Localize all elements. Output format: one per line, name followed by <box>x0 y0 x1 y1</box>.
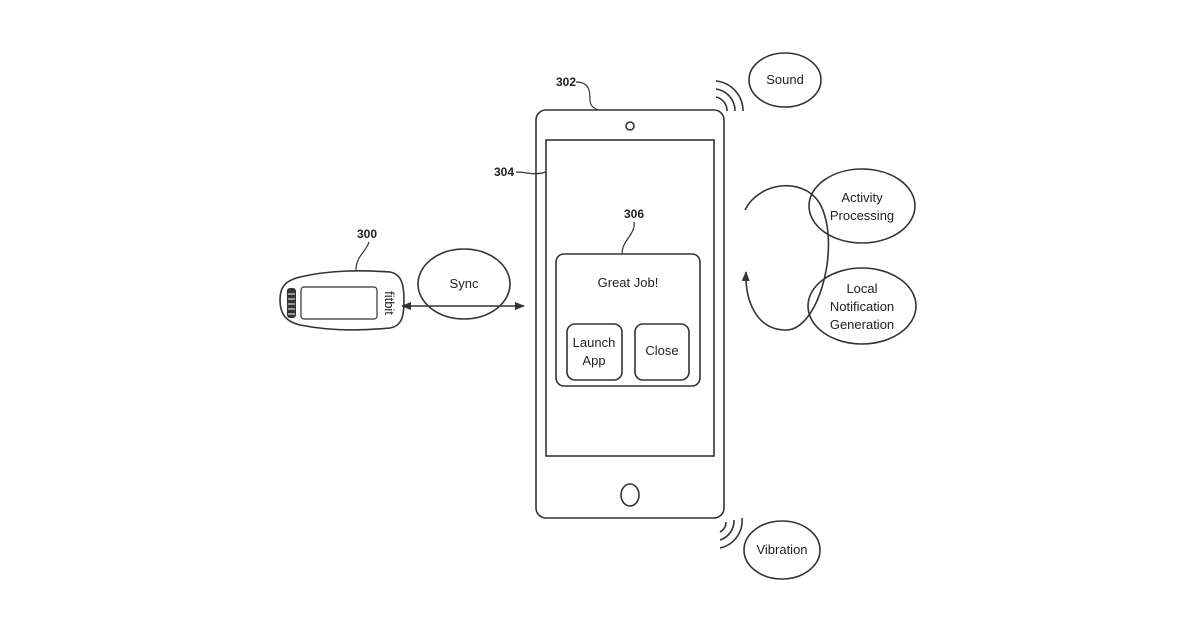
close-label: Close <box>645 343 678 358</box>
local-line1: Local <box>846 281 877 296</box>
notification-popup: Great Job! <box>556 254 700 386</box>
notification-message: Great Job! <box>598 275 659 290</box>
vibration-waves-icon <box>720 518 742 548</box>
vibration-label: Vibration <box>756 542 807 557</box>
phone-ref-leader: 302 <box>556 75 598 110</box>
sound-waves-icon <box>716 81 743 111</box>
activity-line1: Activity <box>841 190 883 205</box>
screen-ref-label: 304 <box>494 165 514 179</box>
local-line3: Generation <box>830 317 894 332</box>
sync-bubble: Sync <box>418 249 510 319</box>
launch-app-line1: Launch <box>573 335 616 350</box>
sound-bubble: Sound <box>749 53 821 107</box>
sound-label: Sound <box>766 72 804 87</box>
sync-label: Sync <box>450 276 479 291</box>
screen-ref-leader: 304 <box>494 165 546 179</box>
local-line2: Notification <box>830 299 894 314</box>
activity-line2: Processing <box>830 208 894 223</box>
tracker-ref-label: 300 <box>357 227 377 241</box>
activity-processing-bubble: Activity Processing <box>809 169 915 243</box>
tracker-brand: fitbit <box>382 291 397 315</box>
close-button[interactable]: Close <box>635 324 689 380</box>
notification-ref-label: 306 <box>624 207 644 221</box>
processing-loop-arrow <box>745 186 828 330</box>
phone-screen <box>546 140 714 456</box>
launch-app-line2: App <box>582 353 605 368</box>
local-notification-bubble: Local Notification Generation <box>808 268 916 344</box>
notification-ref-leader: 306 <box>622 207 644 254</box>
front-camera-icon <box>626 122 634 130</box>
smartphone <box>536 110 724 518</box>
home-button[interactable] <box>621 484 639 506</box>
launch-app-button[interactable]: Launch App <box>567 324 622 380</box>
tracker-ref-leader: 300 <box>356 227 377 270</box>
vibration-bubble: Vibration <box>744 521 820 579</box>
fitness-tracker: fitbit <box>280 271 404 330</box>
phone-ref-label: 302 <box>556 75 576 89</box>
